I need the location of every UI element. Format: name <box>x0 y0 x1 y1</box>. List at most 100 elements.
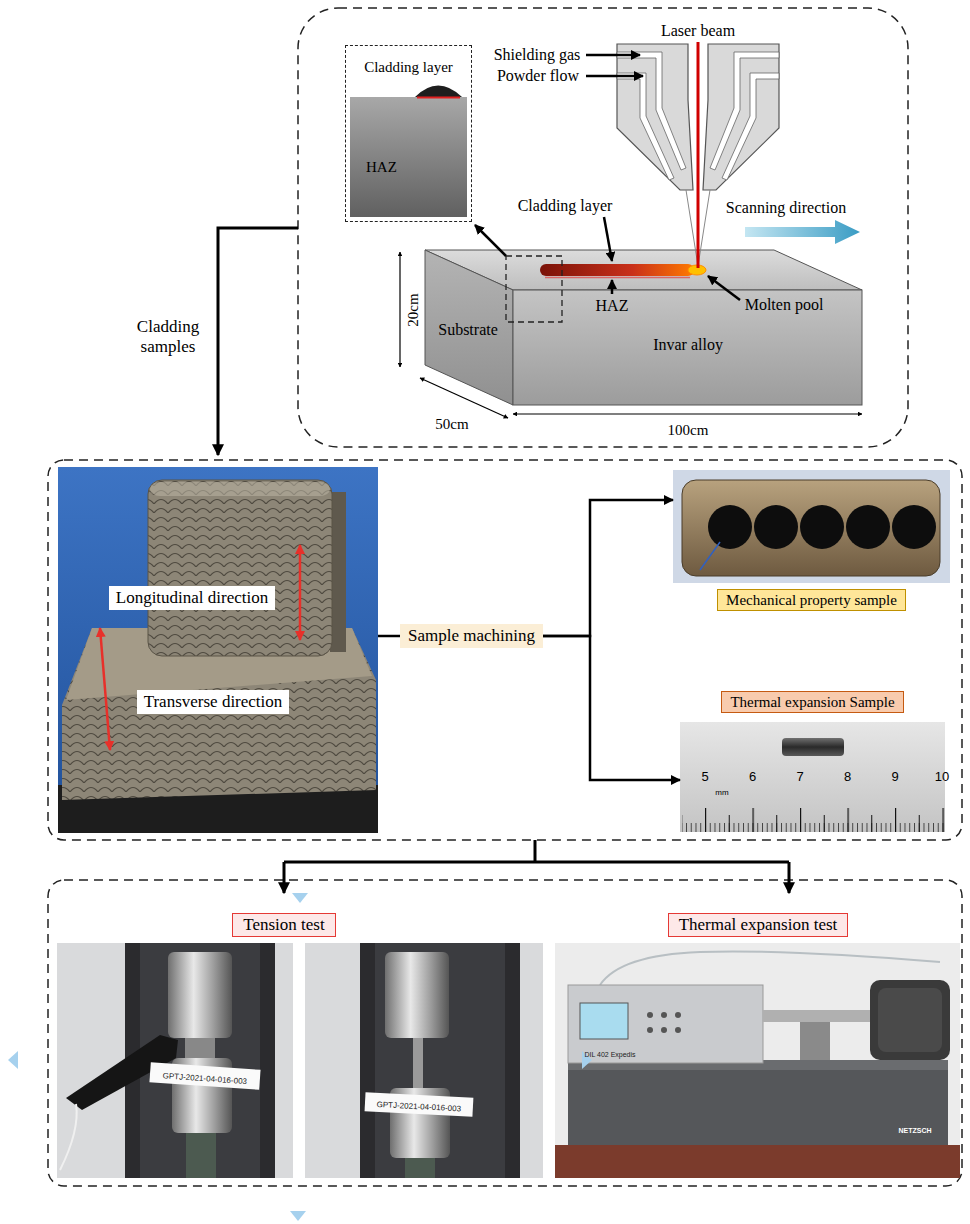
flow-arrow <box>378 635 400 638</box>
specimen-tag: GPTJ-2021-04-016-003 <box>376 1100 461 1114</box>
part-label: Cladding layer <box>518 196 613 215</box>
tension-photo <box>60 1104 77 1170</box>
label-anchor: 7 <box>796 767 803 785</box>
dilatometer-photo <box>555 1145 960 1178</box>
part-label: Powder flow <box>497 66 579 85</box>
thermal-sample-photo <box>680 722 945 832</box>
sample-photo-node: Thermal expansion Sample <box>680 689 945 823</box>
dilatometer-photo <box>555 943 960 1178</box>
dimension-line <box>420 378 508 418</box>
dilatometer-photo <box>647 1012 653 1018</box>
dilatometer-photo <box>580 1003 628 1039</box>
part-label: Substrate <box>438 320 498 339</box>
test-text: Thermal expansion test <box>679 915 838 935</box>
part-label: Scanning direction <box>726 198 846 217</box>
dilatometer-photo <box>763 1010 870 1022</box>
mechanical-sample-photo <box>846 505 890 549</box>
label-anchor: HAZ <box>596 296 629 315</box>
laser-nozzle <box>686 190 698 266</box>
nozzle-half <box>710 52 779 170</box>
substrate-block <box>545 277 690 279</box>
mechanical-sample-photo <box>682 480 940 576</box>
dimension-line <box>513 413 862 414</box>
tension-photo <box>360 943 520 1178</box>
test-box: Tension test <box>232 913 335 937</box>
sample-photo-node: Mechanical property sample <box>673 470 950 611</box>
thermal-sample-photo <box>682 805 945 832</box>
ruler-number: 6 <box>749 769 756 785</box>
process-text: Sample machining <box>408 626 535 646</box>
inset-section <box>417 97 460 99</box>
dimension-line <box>399 252 400 367</box>
tension-photo <box>57 943 293 1178</box>
brand-label: NETZSCH <box>898 1127 931 1135</box>
scanning-arrow <box>745 220 860 244</box>
label-anchor: 10 <box>935 767 949 785</box>
ruler-number: 7 <box>796 769 803 785</box>
label-anchor: mm <box>715 781 728 799</box>
label-anchor: Substrate <box>438 320 498 339</box>
part-label: Shielding gas <box>494 45 581 64</box>
cladding-sample-photo <box>100 628 110 750</box>
thermal-sample-photo <box>682 805 945 832</box>
cladding-sample-photo <box>299 545 302 640</box>
marker-triangle <box>290 1211 306 1221</box>
direction-label: Transverse direction <box>137 690 290 714</box>
substrate-block <box>540 264 694 276</box>
label-anchor: Invar alloy <box>653 335 723 354</box>
cladding-sample-photo <box>58 467 378 833</box>
dilatometer-photo <box>800 1022 830 1060</box>
ruler-number: 10 <box>935 769 949 785</box>
ruler-number: 5 <box>701 769 708 785</box>
dilatometer-photo <box>647 1027 653 1033</box>
tension-photo <box>413 1038 423 1088</box>
marker-triangle <box>8 1051 18 1069</box>
nozzle-half <box>617 73 674 180</box>
nozzle-half <box>617 44 693 190</box>
thermal-sample-photo <box>682 805 945 832</box>
marker-triangle <box>292 893 308 903</box>
nozzle-half <box>722 73 779 180</box>
connector-arrow <box>543 636 680 780</box>
inset-section <box>415 86 462 98</box>
nozzle-half <box>617 44 693 190</box>
dilatometer-photo <box>600 951 940 985</box>
dilatometer-photo <box>661 1027 667 1033</box>
dimension-line <box>400 252 862 418</box>
dilatometer-photo <box>675 1012 681 1018</box>
dimension-text: 100cm <box>668 421 709 439</box>
label-anchor: Scanning direction <box>726 198 846 217</box>
dilatometer-photo <box>555 943 960 1178</box>
inset-box: Cladding layerHAZ <box>345 45 472 222</box>
nozzle-half <box>703 44 779 190</box>
label-anchor: 100cm <box>668 421 709 439</box>
panel-frame <box>48 880 962 1186</box>
dilatometer-photo <box>870 980 950 1060</box>
tension-photo <box>375 943 505 1178</box>
dimension-text: 20cm <box>404 293 422 326</box>
label-anchor: Molten pool <box>745 295 824 314</box>
dilatometer-photo <box>568 1060 948 1145</box>
substrate-block <box>425 250 513 405</box>
part-label: Laser beam <box>661 21 735 40</box>
tension-photo <box>305 943 543 1178</box>
connector-arrow <box>543 500 673 636</box>
ruler-unit: mm <box>715 788 728 798</box>
dilatometer-photo <box>878 988 942 1052</box>
label-anchor: 5 <box>701 767 708 785</box>
label-anchor: Cladding samples <box>123 317 213 358</box>
ruler-number: 9 <box>891 769 898 785</box>
dimension-text: 50cm <box>435 415 468 433</box>
mechanical-sample-photo <box>754 505 798 549</box>
mechanical-sample-photo <box>892 505 936 549</box>
callout-label: HAZ <box>366 158 397 176</box>
label-anchor: NETZSCH <box>898 1119 931 1137</box>
label-anchor: GPTJ-2021-04-016-003 <box>162 1064 248 1087</box>
direction-text: Longitudinal direction <box>116 588 269 608</box>
substrate-block <box>513 290 862 405</box>
flow-arrow <box>534 840 537 862</box>
inset-section <box>350 86 467 218</box>
laser-nozzle <box>698 190 710 266</box>
specimen-tag: GPTJ-2021-04-016-003 <box>162 1071 247 1086</box>
